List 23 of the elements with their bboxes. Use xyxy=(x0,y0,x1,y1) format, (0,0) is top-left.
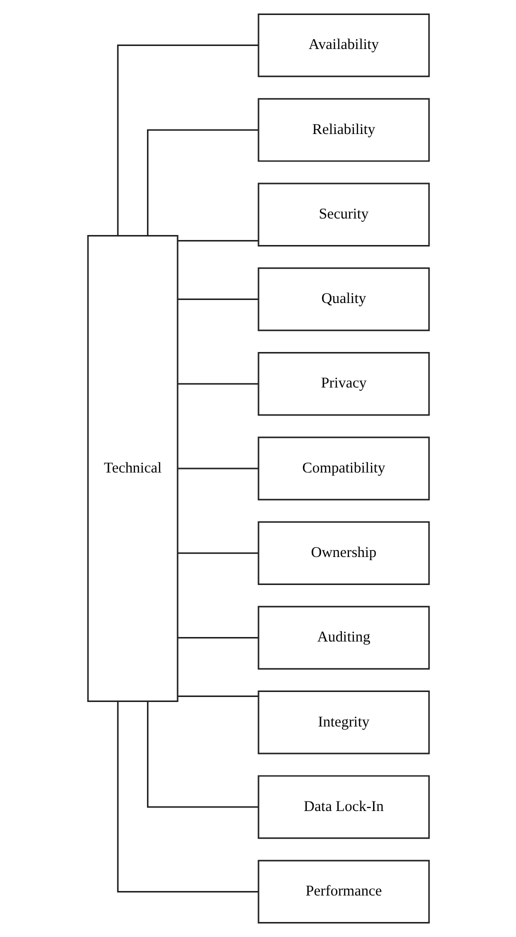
node-box: Reliability xyxy=(257,98,430,162)
node-box: Performance xyxy=(257,860,430,924)
node-box: Availability xyxy=(257,13,430,78)
connector xyxy=(146,701,258,808)
node-box: Privacy xyxy=(257,352,430,416)
connector xyxy=(178,637,258,639)
connector xyxy=(178,552,258,554)
node-box: Ownership xyxy=(257,521,430,585)
node-box: Security xyxy=(257,182,430,246)
node-box: Data Lock-In xyxy=(257,775,430,839)
connector xyxy=(178,240,258,242)
connector xyxy=(178,696,258,698)
connector xyxy=(116,44,258,236)
connector xyxy=(178,298,258,300)
node-box: Compatibility xyxy=(257,436,430,500)
node-box: Quality xyxy=(257,267,430,332)
connector xyxy=(116,702,258,892)
node-box: Integrity xyxy=(257,690,430,754)
node-box: Auditing xyxy=(257,606,430,670)
node-box: Technical xyxy=(86,235,178,702)
connector xyxy=(146,129,258,236)
connector xyxy=(178,468,258,470)
connector xyxy=(178,383,258,385)
